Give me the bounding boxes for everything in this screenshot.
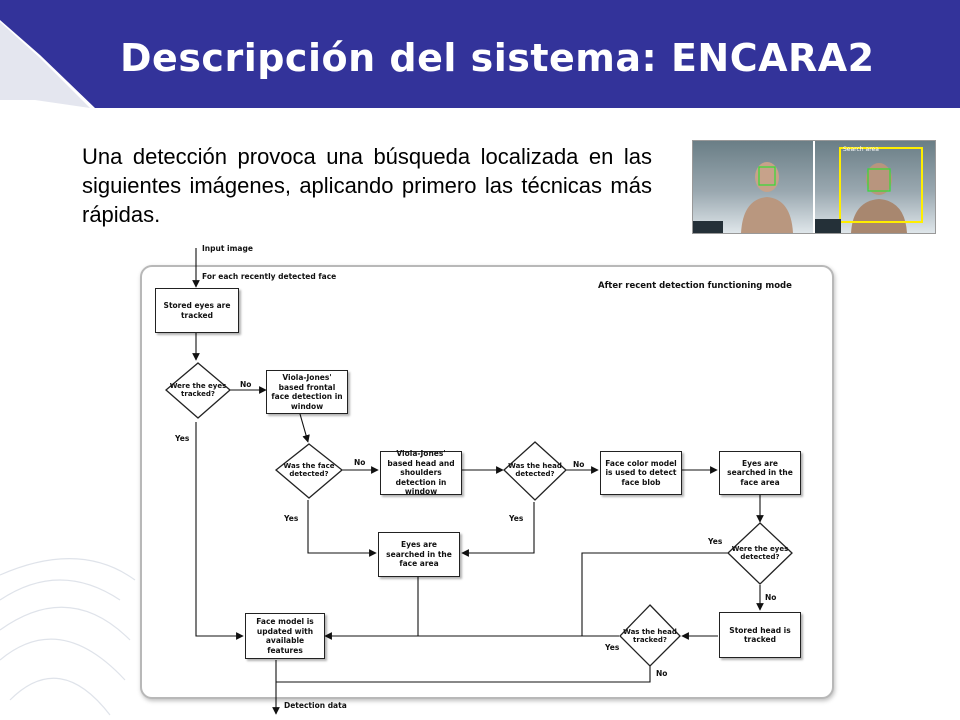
edge-face-detected-yes: Yes	[284, 514, 299, 523]
edge-eyes-tracked-no: No	[240, 380, 252, 389]
loop-label: For each recently detected face	[202, 272, 337, 281]
edge-head-tracked-yes: Yes	[605, 643, 620, 652]
intro-paragraph: Una detección provoca una búsqueda local…	[82, 144, 652, 227]
edge-eyes-detected-yes: Yes	[708, 537, 723, 546]
node-eyes-searched-right: Eyes are searched in the face area	[719, 451, 801, 495]
edge-eyes-tracked-yes: Yes	[175, 434, 190, 443]
decision-eyes-detected: Were the eyes detected?	[731, 544, 789, 562]
edge-head-tracked-no: No	[656, 669, 668, 678]
edge-head-detected-no: No	[573, 460, 585, 469]
search-area-label: Search area	[843, 146, 879, 153]
header-band	[0, 0, 960, 108]
node-eyes-searched-mid: Eyes are searched in the face area	[378, 532, 460, 577]
node-stored-eyes-tracked: Stored eyes are tracked	[155, 288, 239, 333]
node-face-color-model: Face color model is used to detect face …	[600, 451, 682, 495]
slide-title: Descripción del sistema: ENCARA2	[120, 36, 875, 80]
node-vj-frontal-face: Viola-Jones' based frontal face detectio…	[266, 370, 348, 414]
decision-face-detected: Was the face detected?	[283, 461, 335, 479]
tracking-photo: Search area	[692, 140, 936, 234]
decision-head-detected: Was the head detected?	[508, 461, 562, 479]
node-face-model-updated: Face model is updated with available fea…	[245, 613, 325, 659]
input-image-label: Input image	[202, 244, 253, 253]
edge-face-detected-no: No	[354, 458, 366, 467]
edge-head-detected-yes: Yes	[509, 514, 524, 523]
edge-eyes-detected-no: No	[765, 593, 777, 602]
decision-eyes-tracked: Were the eyes tracked?	[169, 381, 227, 399]
detection-data-label: Detection data	[284, 701, 347, 710]
node-stored-head-tracked: Stored head is tracked	[719, 612, 801, 658]
node-vj-head-shoulders: Viola-Jones' based head and shoulders de…	[380, 449, 462, 496]
tracking-photo-illustration	[693, 141, 935, 233]
decision-head-tracked: Was the head tracked?	[623, 627, 677, 645]
mode-title: After recent detection functioning mode	[598, 281, 792, 291]
